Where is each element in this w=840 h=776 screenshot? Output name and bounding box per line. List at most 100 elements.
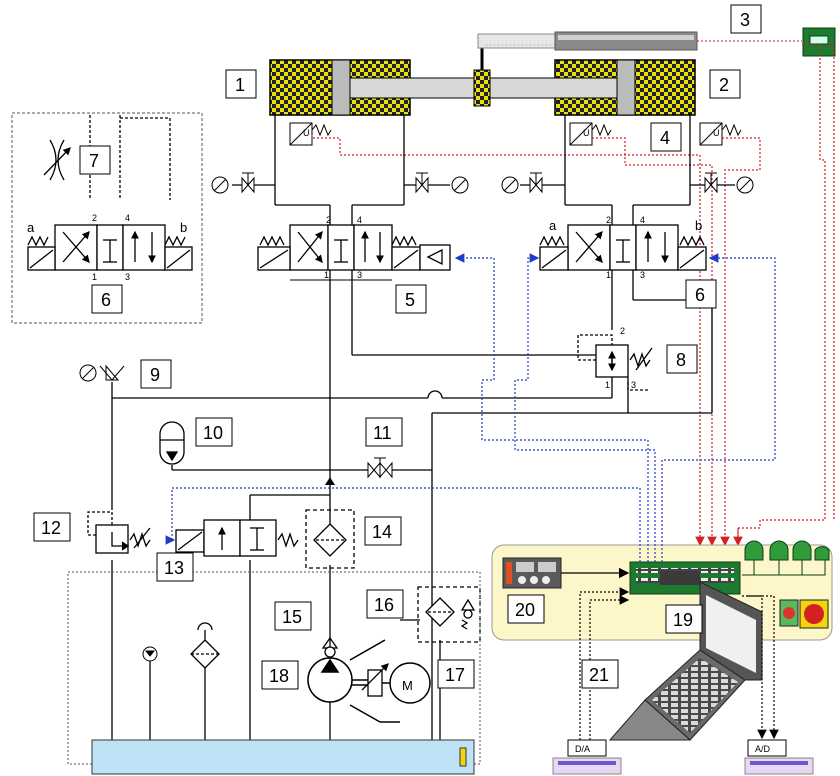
label-box-7: 7 — [79, 145, 111, 175]
valve8-port-3: 3 — [631, 380, 636, 390]
label-box-1: 1 — [225, 69, 257, 99]
flow-arrow-up — [325, 477, 335, 485]
svg-text:D/A: D/A — [575, 744, 590, 754]
svg-text:3: 3 — [740, 10, 750, 30]
svg-text:14: 14 — [372, 522, 392, 542]
valve6-port-1: 1 — [606, 270, 611, 280]
pressure-reducing-valve-8 — [577, 334, 653, 391]
svg-text:9: 9 — [150, 365, 160, 385]
detail-label-b: b — [180, 220, 187, 235]
label-box-3: 3 — [730, 4, 762, 34]
svg-text:5: 5 — [405, 290, 415, 310]
detail-port-4: 4 — [125, 213, 130, 223]
label-box-19: 19 — [665, 604, 703, 634]
svg-text:16: 16 — [374, 595, 394, 615]
computer-io-lines — [579, 587, 779, 740]
label-box-8: 8 — [666, 344, 698, 374]
label-box-9: 9 — [140, 359, 172, 389]
label-box-5: 5 — [395, 284, 427, 314]
label-box-2: 2 — [709, 69, 741, 99]
ad-converter: A/D — [747, 739, 787, 757]
gauge-valve-cyl1-left — [211, 172, 255, 194]
svg-text:21: 21 — [589, 665, 609, 685]
label-box-20: 20 — [507, 594, 545, 624]
label-box-18: 18 — [261, 660, 299, 690]
pressure-sensor-cyl2-right: U — [699, 122, 742, 146]
shutoff-valve-11 — [367, 457, 393, 479]
electric-motor: M — [382, 662, 431, 704]
software-screenshot-left — [552, 757, 622, 775]
valve6-port-3: 3 — [640, 270, 645, 280]
svg-text:10: 10 — [203, 423, 223, 443]
gauge-valve-9 — [79, 364, 125, 382]
svg-text:13: 13 — [164, 558, 184, 578]
svg-text:U: U — [303, 128, 310, 138]
svg-text:8: 8 — [676, 350, 686, 370]
svg-text:4: 4 — [660, 128, 670, 148]
label-box-16: 16 — [366, 589, 404, 619]
air-breather-filter — [190, 622, 220, 669]
gauge-valve-cyl1-right — [415, 172, 469, 194]
detail-port-3: 3 — [125, 272, 130, 282]
directional-valve-6 — [539, 224, 707, 271]
rod-coupling — [473, 69, 491, 107]
solenoid-valve-13 — [175, 519, 299, 557]
valve6-label-b: b — [695, 218, 702, 233]
da-converter: D/A — [567, 739, 607, 757]
valve5-port-1: 1 — [324, 270, 329, 280]
valve6-label-a: a — [549, 218, 557, 233]
svg-text:A/D: A/D — [755, 744, 771, 754]
svg-text:20: 20 — [515, 600, 535, 620]
detail-box — [11, 112, 203, 324]
label-box-10: 10 — [195, 417, 233, 447]
label-box-11: 11 — [365, 417, 403, 447]
svg-text:12: 12 — [41, 518, 61, 538]
svg-text:11: 11 — [373, 423, 392, 443]
gauge-valve-cyl2-left — [501, 172, 543, 194]
proportional-valve-5 — [257, 224, 451, 281]
svg-text:2: 2 — [719, 75, 729, 95]
transducer-electronics — [802, 27, 836, 57]
svg-text:U: U — [583, 128, 590, 138]
position-transducer — [477, 31, 802, 70]
svg-text:M: M — [402, 678, 413, 693]
coupling — [361, 663, 389, 697]
analog-output-lines — [165, 253, 776, 562]
svg-text:1: 1 — [235, 75, 245, 95]
svg-text:19: 19 — [673, 610, 693, 630]
pressure-sensor-cyl2-left: U — [569, 122, 612, 146]
valve8-port-2: 2 — [620, 326, 625, 336]
label-box-6-detail: 6 — [91, 284, 123, 314]
valve8-port-1: 1 — [605, 380, 610, 390]
valve-6-symbol-detail — [27, 224, 193, 271]
svg-text:18: 18 — [269, 666, 289, 686]
detail-port-1: 1 — [92, 272, 97, 282]
pump-18 — [307, 639, 400, 723]
return-filter-16 — [417, 586, 481, 643]
detail-label-a: a — [27, 220, 35, 235]
valve6-port-2: 2 — [606, 215, 611, 225]
emergency-stop — [779, 599, 829, 629]
valve5-port-2: 2 — [326, 215, 331, 225]
label-box-4: 4 — [650, 122, 682, 152]
relief-valve-12 — [87, 511, 151, 554]
label-box-13: 13 — [156, 552, 194, 582]
label-box-17: 17 — [437, 659, 475, 689]
svg-text:15: 15 — [282, 607, 302, 627]
label-box-15: 15 — [274, 601, 312, 631]
svg-text:6: 6 — [101, 290, 111, 310]
label-box-14: 14 — [364, 516, 402, 546]
label-box-21: 21 — [581, 659, 619, 689]
valve6-port-4: 4 — [640, 215, 645, 225]
hydraulic-lines — [111, 115, 735, 740]
pressure-sensor-cyl1: U — [289, 122, 332, 146]
detail-port-2: 2 — [92, 213, 97, 223]
output-connectors — [742, 540, 830, 576]
level-gauge — [142, 646, 158, 662]
svg-text:17: 17 — [445, 665, 465, 685]
label-box-12: 12 — [33, 512, 71, 542]
gauge-valve-cyl2-right — [704, 172, 754, 194]
svg-text:7: 7 — [89, 151, 99, 171]
svg-text:6: 6 — [695, 285, 705, 305]
controller-board — [629, 561, 741, 595]
